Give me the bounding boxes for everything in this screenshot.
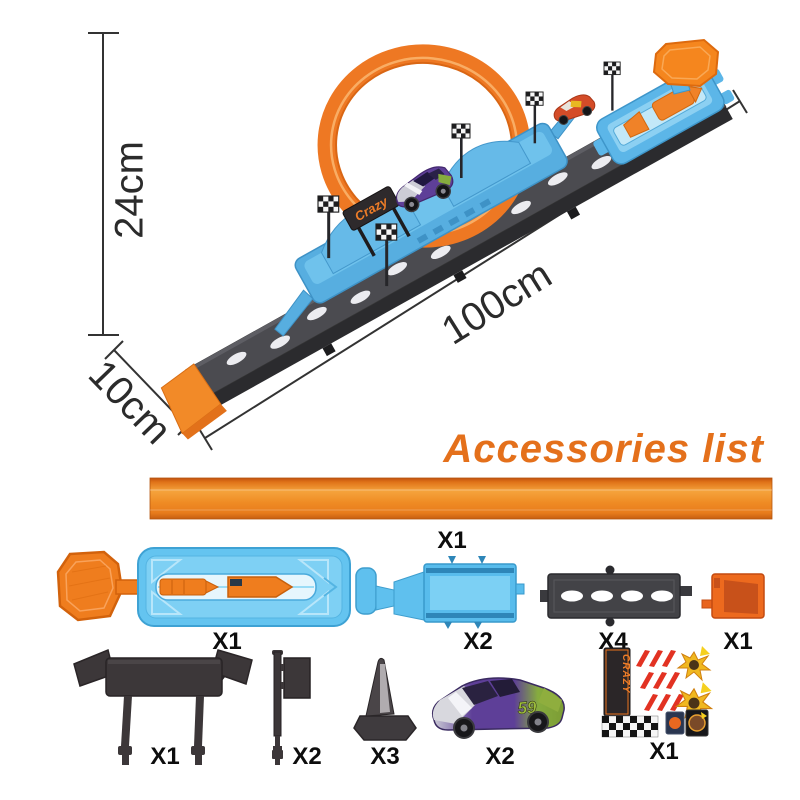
part-cone <box>353 657 417 741</box>
part-track-connector <box>355 556 525 629</box>
accessories-heading: Accessories list <box>442 427 764 471</box>
part-end-stop-qty: X1 <box>723 628 752 655</box>
sticker-checker-strip <box>601 715 659 738</box>
part-sticker-sheet-qty: X1 <box>649 738 678 765</box>
product-photo: Crazy <box>160 38 735 440</box>
part-finish-gate-qty: X1 <box>150 743 179 770</box>
launcher-corner-hatch <box>151 559 329 615</box>
height-dimension-label: 24cm <box>108 141 152 239</box>
purple-race-car <box>395 166 454 213</box>
part-connector-qty: X2 <box>463 628 492 655</box>
part-launcher-base <box>56 547 351 627</box>
part-orange-strip-qty: X1 <box>437 527 466 554</box>
length-dimension-tick-left <box>197 426 213 451</box>
sticker-banner-text: CRAZY <box>620 654 631 694</box>
part-race-car: 59 <box>431 677 565 739</box>
part-finish-gate <box>73 648 253 765</box>
pole-flag <box>283 657 311 699</box>
part-flag-pole-qty: X2 <box>292 743 321 770</box>
width-dimension-tick-top <box>104 340 124 360</box>
sticker-explosion <box>676 646 712 682</box>
red-race-car <box>553 94 596 125</box>
sticker-car-decal <box>665 711 685 735</box>
track-side-face <box>202 106 733 412</box>
part-track-end-stop <box>701 573 765 619</box>
part-orange-strip <box>149 477 773 520</box>
track-clips <box>322 206 581 357</box>
part-sticker-sheet: CRAZY <box>601 646 714 738</box>
sticker-wheel-decal <box>685 709 709 737</box>
height-dimension <box>88 32 119 336</box>
track-segment-slots <box>561 590 673 602</box>
launch-pad <box>593 65 735 165</box>
part-cone-qty: X3 <box>370 743 399 770</box>
car-windshield <box>462 681 498 705</box>
base-right-ramp <box>441 140 532 207</box>
ramp-tip-side <box>182 403 227 440</box>
part-flag-pole <box>272 650 311 765</box>
length-dimension-tick-right <box>732 89 748 114</box>
checkered-flag <box>603 61 621 112</box>
stop-sign <box>652 38 720 95</box>
launcher-slider <box>227 576 294 598</box>
part-race-car-qty: X2 <box>485 743 514 770</box>
base-ridges <box>416 198 492 244</box>
base-left-foot <box>274 289 314 337</box>
cone-base <box>353 715 417 741</box>
sticker-red-stripes <box>636 650 684 711</box>
gate-banner <box>105 657 223 697</box>
part-straight-track <box>540 565 692 627</box>
ramp-tip <box>160 363 222 435</box>
part-launcher-qty: X1 <box>212 628 241 655</box>
launcher-rod <box>159 578 207 596</box>
